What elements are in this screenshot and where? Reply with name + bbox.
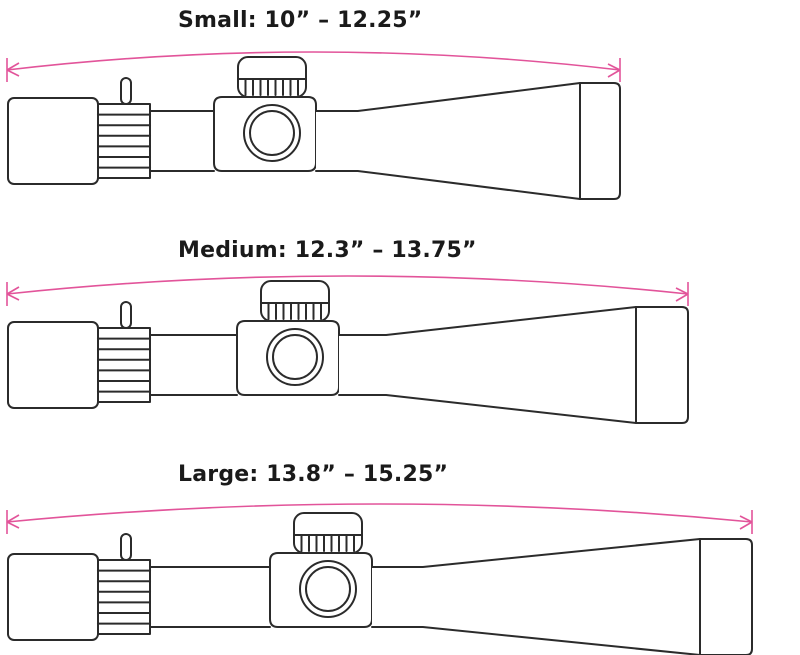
elevation-turret-medium <box>260 280 330 322</box>
throw-lever-medium <box>120 301 132 329</box>
measure-arrow-left-medium <box>6 286 20 301</box>
measure-arrow-left-small <box>6 62 20 77</box>
measure-curve-large <box>6 503 753 523</box>
power-ring-medium <box>97 327 151 403</box>
measure-curve-small <box>6 51 621 71</box>
elevation-turret-small <box>237 56 307 98</box>
scope-large <box>7 512 753 655</box>
elevation-turret-large <box>293 512 363 554</box>
side-knob-inner-medium <box>272 334 318 380</box>
measure-curve-medium <box>6 275 689 295</box>
throw-lever-small <box>120 77 132 105</box>
objective-bell-medium <box>338 306 689 424</box>
measure-arrow-right-medium <box>675 287 689 302</box>
scope-small <box>7 56 621 200</box>
scope-medium <box>7 280 689 424</box>
size-label-medium: Medium: 12.3” – 13.75” <box>178 238 477 263</box>
measure-arrow-right-small <box>607 63 621 78</box>
measure-arc-large <box>6 503 753 534</box>
measure-arc-medium <box>6 275 689 306</box>
measure-arrow-right-large <box>739 515 753 530</box>
eyepiece-medium <box>7 321 99 409</box>
power-ring-large <box>97 559 151 635</box>
measure-arc-small <box>6 51 621 82</box>
measure-arrow-left-large <box>6 514 20 529</box>
size-label-large: Large: 13.8” – 15.25” <box>178 462 449 487</box>
main-tube-rear-small <box>149 110 215 172</box>
main-tube-rear-medium <box>149 334 238 396</box>
side-knob-inner-large <box>305 566 351 612</box>
throw-lever-large <box>120 533 132 561</box>
side-knob-inner-small <box>249 110 295 156</box>
size-label-small: Small: 10” – 12.25” <box>178 8 423 33</box>
eyepiece-large <box>7 553 99 641</box>
eyepiece-small <box>7 97 99 185</box>
objective-bell-large <box>371 538 753 655</box>
objective-bell-small <box>315 82 621 200</box>
main-tube-rear-large <box>149 566 271 628</box>
